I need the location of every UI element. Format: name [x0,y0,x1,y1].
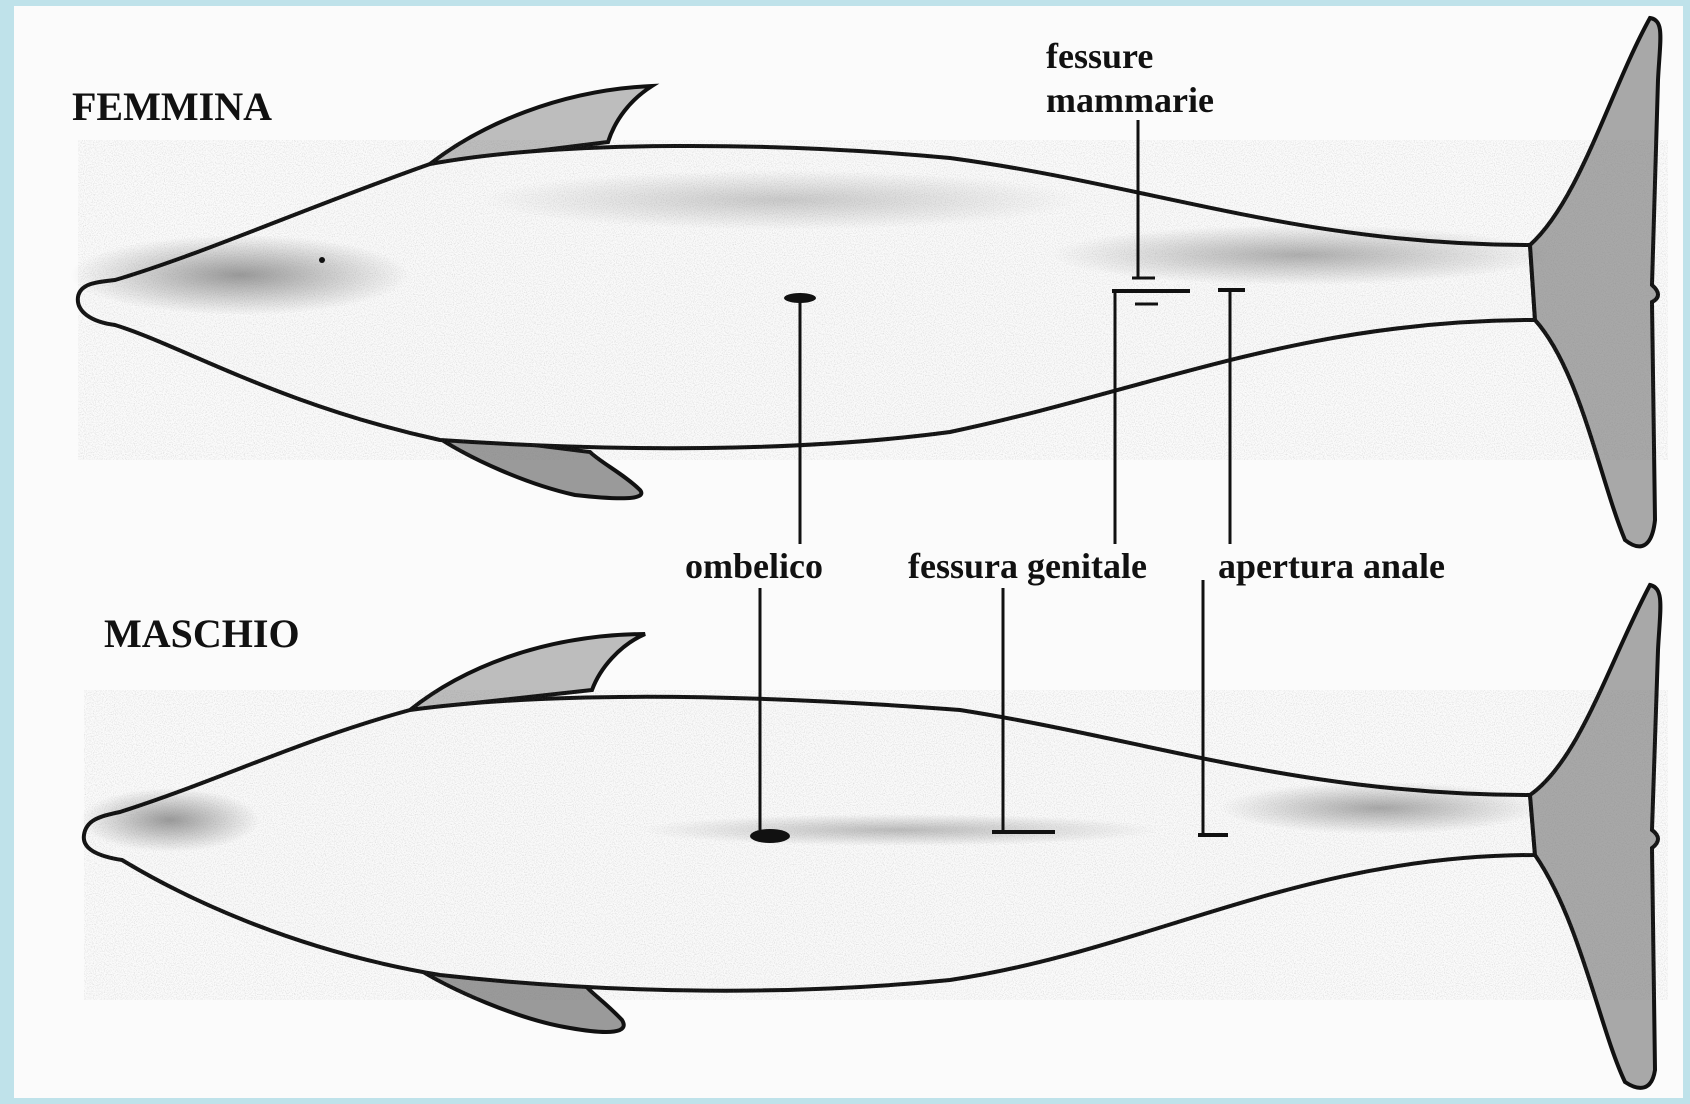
male-dolphin [80,585,1668,1088]
male-navel-mark [750,829,790,843]
label-anal-opening: apertura anale [1218,546,1445,586]
label-mammary-line1: fessure [1046,36,1153,76]
female-dolphin [70,18,1668,546]
label-female: FEMMINA [72,84,272,129]
label-mammary-line2: mammarie [1046,80,1214,120]
label-male: MASCHIO [104,611,300,656]
label-genital-slit: fessura genitale [908,546,1147,586]
label-navel: ombelico [685,546,823,586]
